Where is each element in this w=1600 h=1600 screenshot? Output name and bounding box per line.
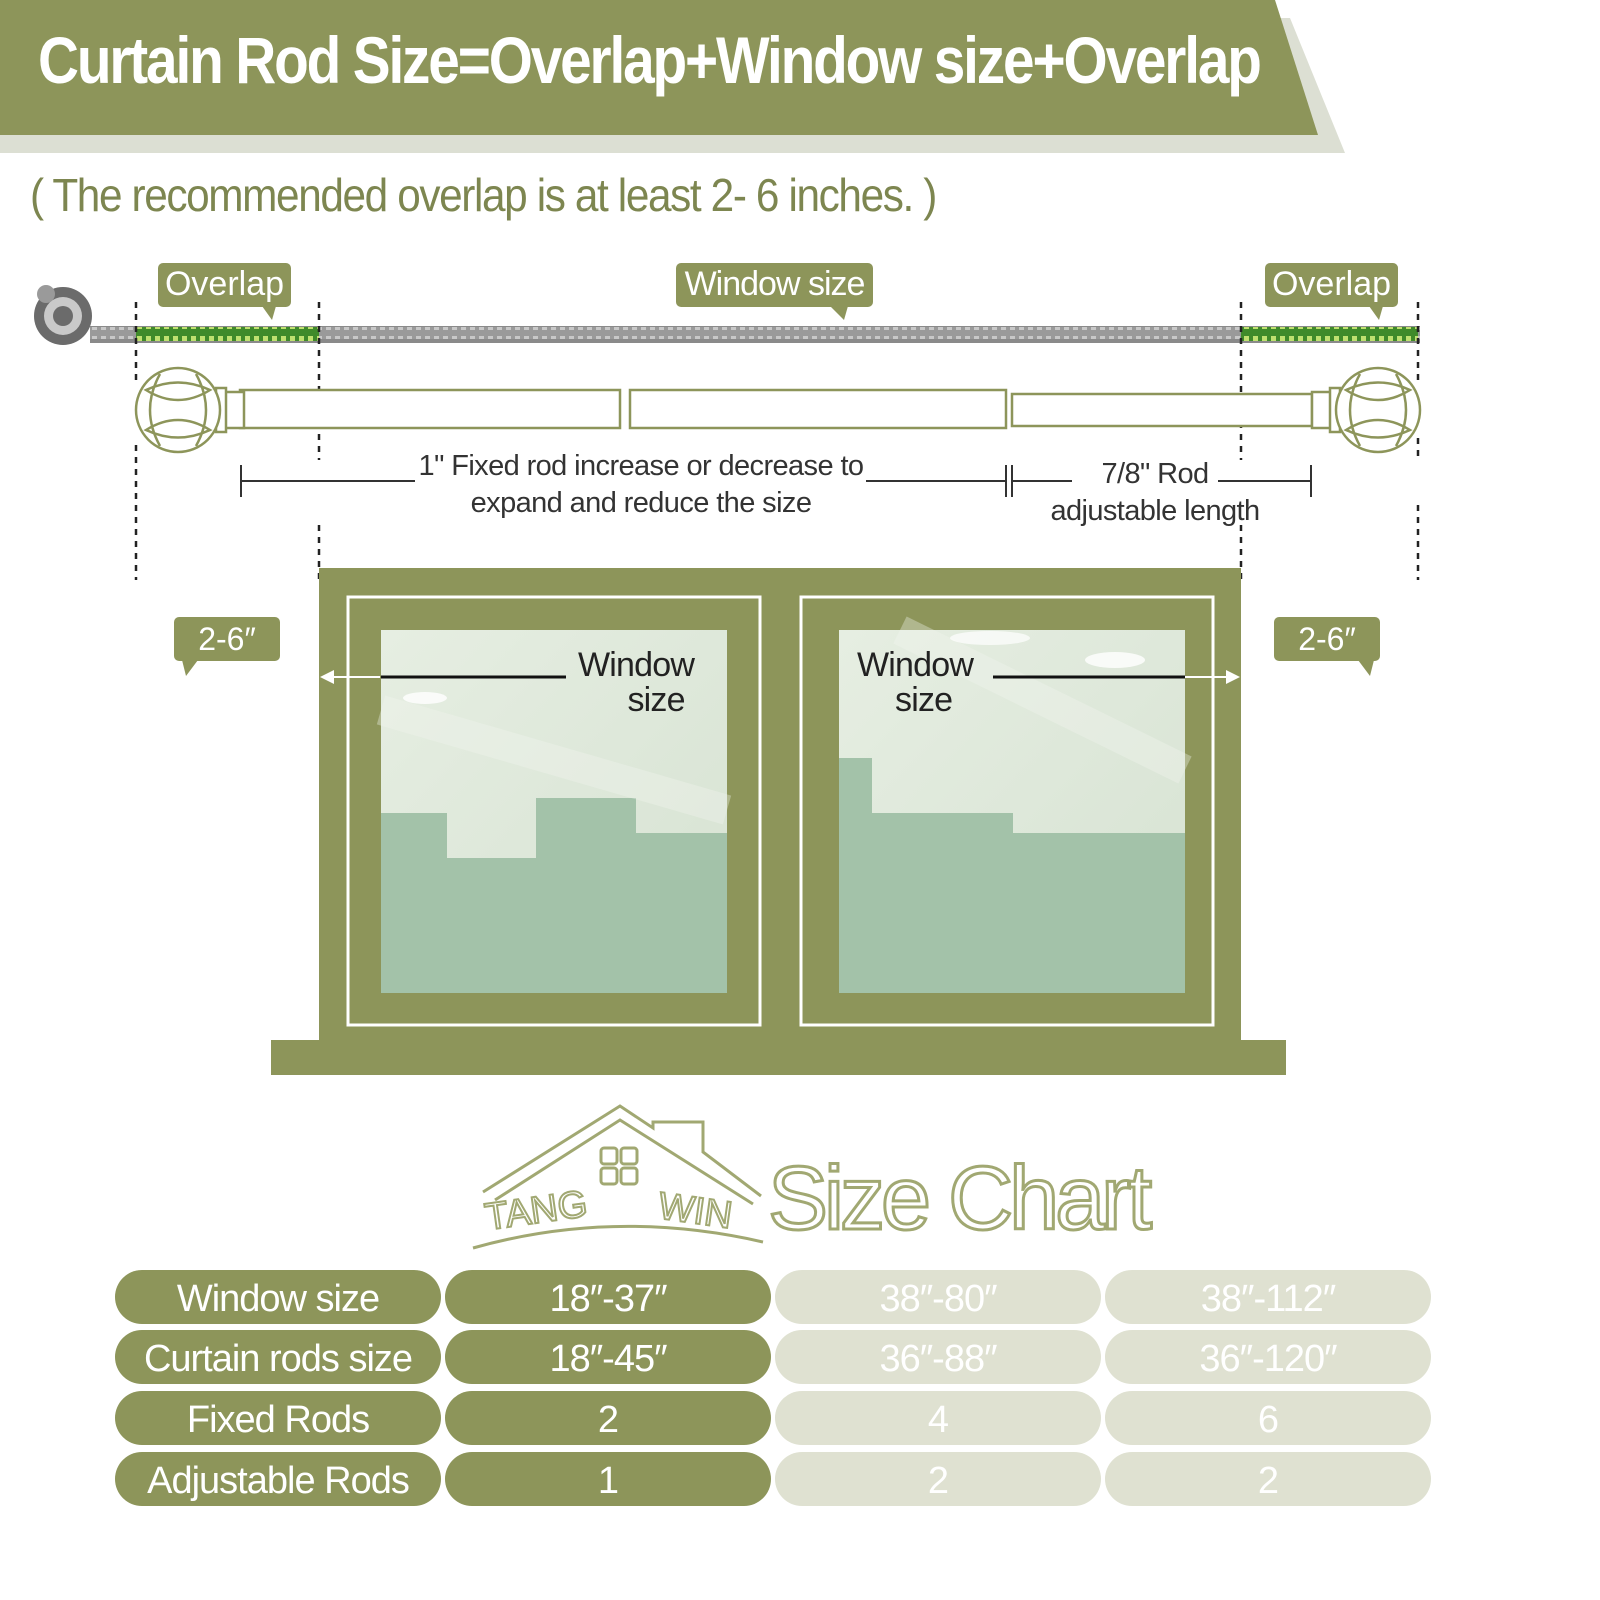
window-illustration: [271, 568, 1286, 1075]
table-cell: 4: [775, 1391, 1101, 1445]
window-size-arrows: [320, 670, 1240, 684]
right-overlap-range-tag: 2-6″: [1274, 617, 1380, 676]
window-size-tag: Window size: [676, 263, 873, 320]
adjustable-rod-note: 7/8" Rod adjustable length: [1050, 458, 1260, 527]
overlap-left-tag: Overlap: [158, 263, 291, 320]
row-label-adjustable-rods: Adjustable Rods: [115, 1452, 441, 1506]
size-chart-title: Size Chart: [766, 1148, 1153, 1251]
table-cell: 36″-120″: [1105, 1330, 1431, 1384]
table-cell: 18″-37″: [445, 1270, 771, 1324]
page-title: Curtain Rod Size=Overlap+Window size+Ove…: [38, 23, 1262, 97]
header-banner: [0, 0, 1318, 135]
right-overlap-segment: [1241, 327, 1418, 341]
tape-measure-icon: [34, 285, 92, 345]
left-finial-icon: [134, 366, 246, 454]
table-cell: 6: [1105, 1391, 1431, 1445]
table-cell: 18″-45″: [445, 1330, 771, 1384]
left-overlap-range-tag: 2-6″: [174, 617, 280, 676]
right-finial-icon: [1310, 366, 1422, 454]
dimension-lines: [240, 465, 1312, 497]
logo-text-right: WIN: [656, 1185, 735, 1237]
left-window-size-label: Window size: [578, 646, 695, 719]
logo-text-left: TANG: [482, 1183, 590, 1239]
table-cell: 36″-88″: [775, 1330, 1101, 1384]
row-label-fixed-rods: Fixed Rods: [115, 1391, 441, 1445]
row-label-curtain-rods-size: Curtain rods size: [115, 1330, 441, 1384]
rod-diagram: [34, 285, 1422, 1075]
table-cell: 2: [1105, 1452, 1431, 1506]
left-overlap-segment: [136, 327, 319, 341]
fixed-rod-note: 1" Fixed rod increase or decrease to exp…: [418, 450, 864, 519]
guide-lines: [134, 302, 1420, 580]
tangwin-logo: TANG WIN: [472, 1104, 764, 1250]
table-cell: 1: [445, 1452, 771, 1506]
overlap-recommendation: ( The recommended overlap is at least 2-…: [30, 169, 937, 221]
row-label-window-size: Window size: [115, 1270, 441, 1324]
table-cell: 2: [445, 1391, 771, 1445]
tape-ticks: [90, 327, 1420, 339]
right-window-size-label: Window size: [857, 646, 974, 719]
overlap-right-tag: Overlap: [1265, 263, 1398, 320]
table-cell: 2: [775, 1452, 1101, 1506]
table-cell: 38″-80″: [775, 1270, 1101, 1324]
table-cell: 38″-112″: [1105, 1270, 1431, 1324]
curtain-rod: [238, 388, 1314, 430]
